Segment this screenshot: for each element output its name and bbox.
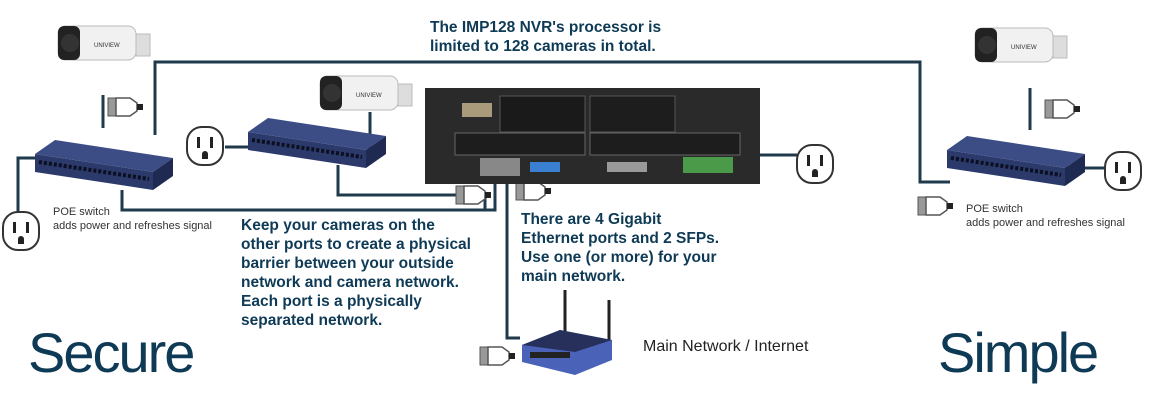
- note-line: limited to 128 cameras in total.: [430, 38, 656, 55]
- router-icon: [522, 290, 612, 375]
- nvr-icon: [425, 88, 760, 184]
- left-switch-label: POE switch adds power and refreshes sign…: [53, 205, 212, 233]
- power-outlet-icon: [1104, 151, 1142, 191]
- switch-label-desc: adds power and refreshes signal: [53, 220, 212, 232]
- note-line: network and camera network.: [241, 274, 459, 291]
- poe-switch-icon: [945, 134, 1087, 188]
- note-line: The IMP128 NVR's processor is: [430, 19, 662, 36]
- note-line: separated network.: [241, 312, 383, 329]
- note-line: other ports to create a physical: [241, 236, 471, 253]
- note-line: Ethernet ports and 2 SFPs.: [521, 230, 720, 247]
- note-line: There are 4 Gigabit: [521, 211, 662, 228]
- camera-icon: [974, 27, 1068, 63]
- heading-secure: Secure: [28, 321, 195, 384]
- ethernet-plug-icon: [917, 196, 954, 216]
- note-line: main network.: [521, 268, 626, 285]
- switch-label-title: POE switch: [53, 206, 110, 218]
- note-line: Keep your cameras on the: [241, 217, 435, 234]
- router-label: Main Network / Internet: [643, 338, 809, 355]
- security-note: Keep your cameras on the other ports to …: [241, 216, 471, 330]
- note-line: Use one (or more) for your: [521, 249, 717, 266]
- ethernet-plug-icon: [107, 97, 144, 117]
- right-switch-label: POE switch adds power and refreshes sign…: [966, 202, 1125, 230]
- power-outlet-icon: [186, 126, 224, 166]
- switch-label-desc: adds power and refreshes signal: [966, 217, 1125, 229]
- poe-switch-icon: [33, 138, 175, 192]
- note-line: barrier between your outside: [241, 255, 454, 272]
- heading-simple: Simple: [938, 321, 1099, 384]
- power-outlet-icon: [796, 144, 834, 184]
- ethernet-plug-icon: [1044, 99, 1081, 119]
- camera-icon: [319, 75, 413, 111]
- ethernet-plug-icon: [479, 346, 516, 366]
- power-outlet-icon: [2, 211, 40, 251]
- camera-icon: [57, 25, 151, 61]
- poe-switch-icon: [246, 116, 388, 170]
- switch-label-title: POE switch: [966, 203, 1023, 215]
- nvr-limit-note: The IMP128 NVR's processor is limited to…: [430, 18, 661, 56]
- ethernet-plug-icon: [515, 181, 552, 201]
- ports-note: There are 4 Gigabit Ethernet ports and 2…: [521, 210, 719, 286]
- note-line: Each port is a physically: [241, 293, 422, 310]
